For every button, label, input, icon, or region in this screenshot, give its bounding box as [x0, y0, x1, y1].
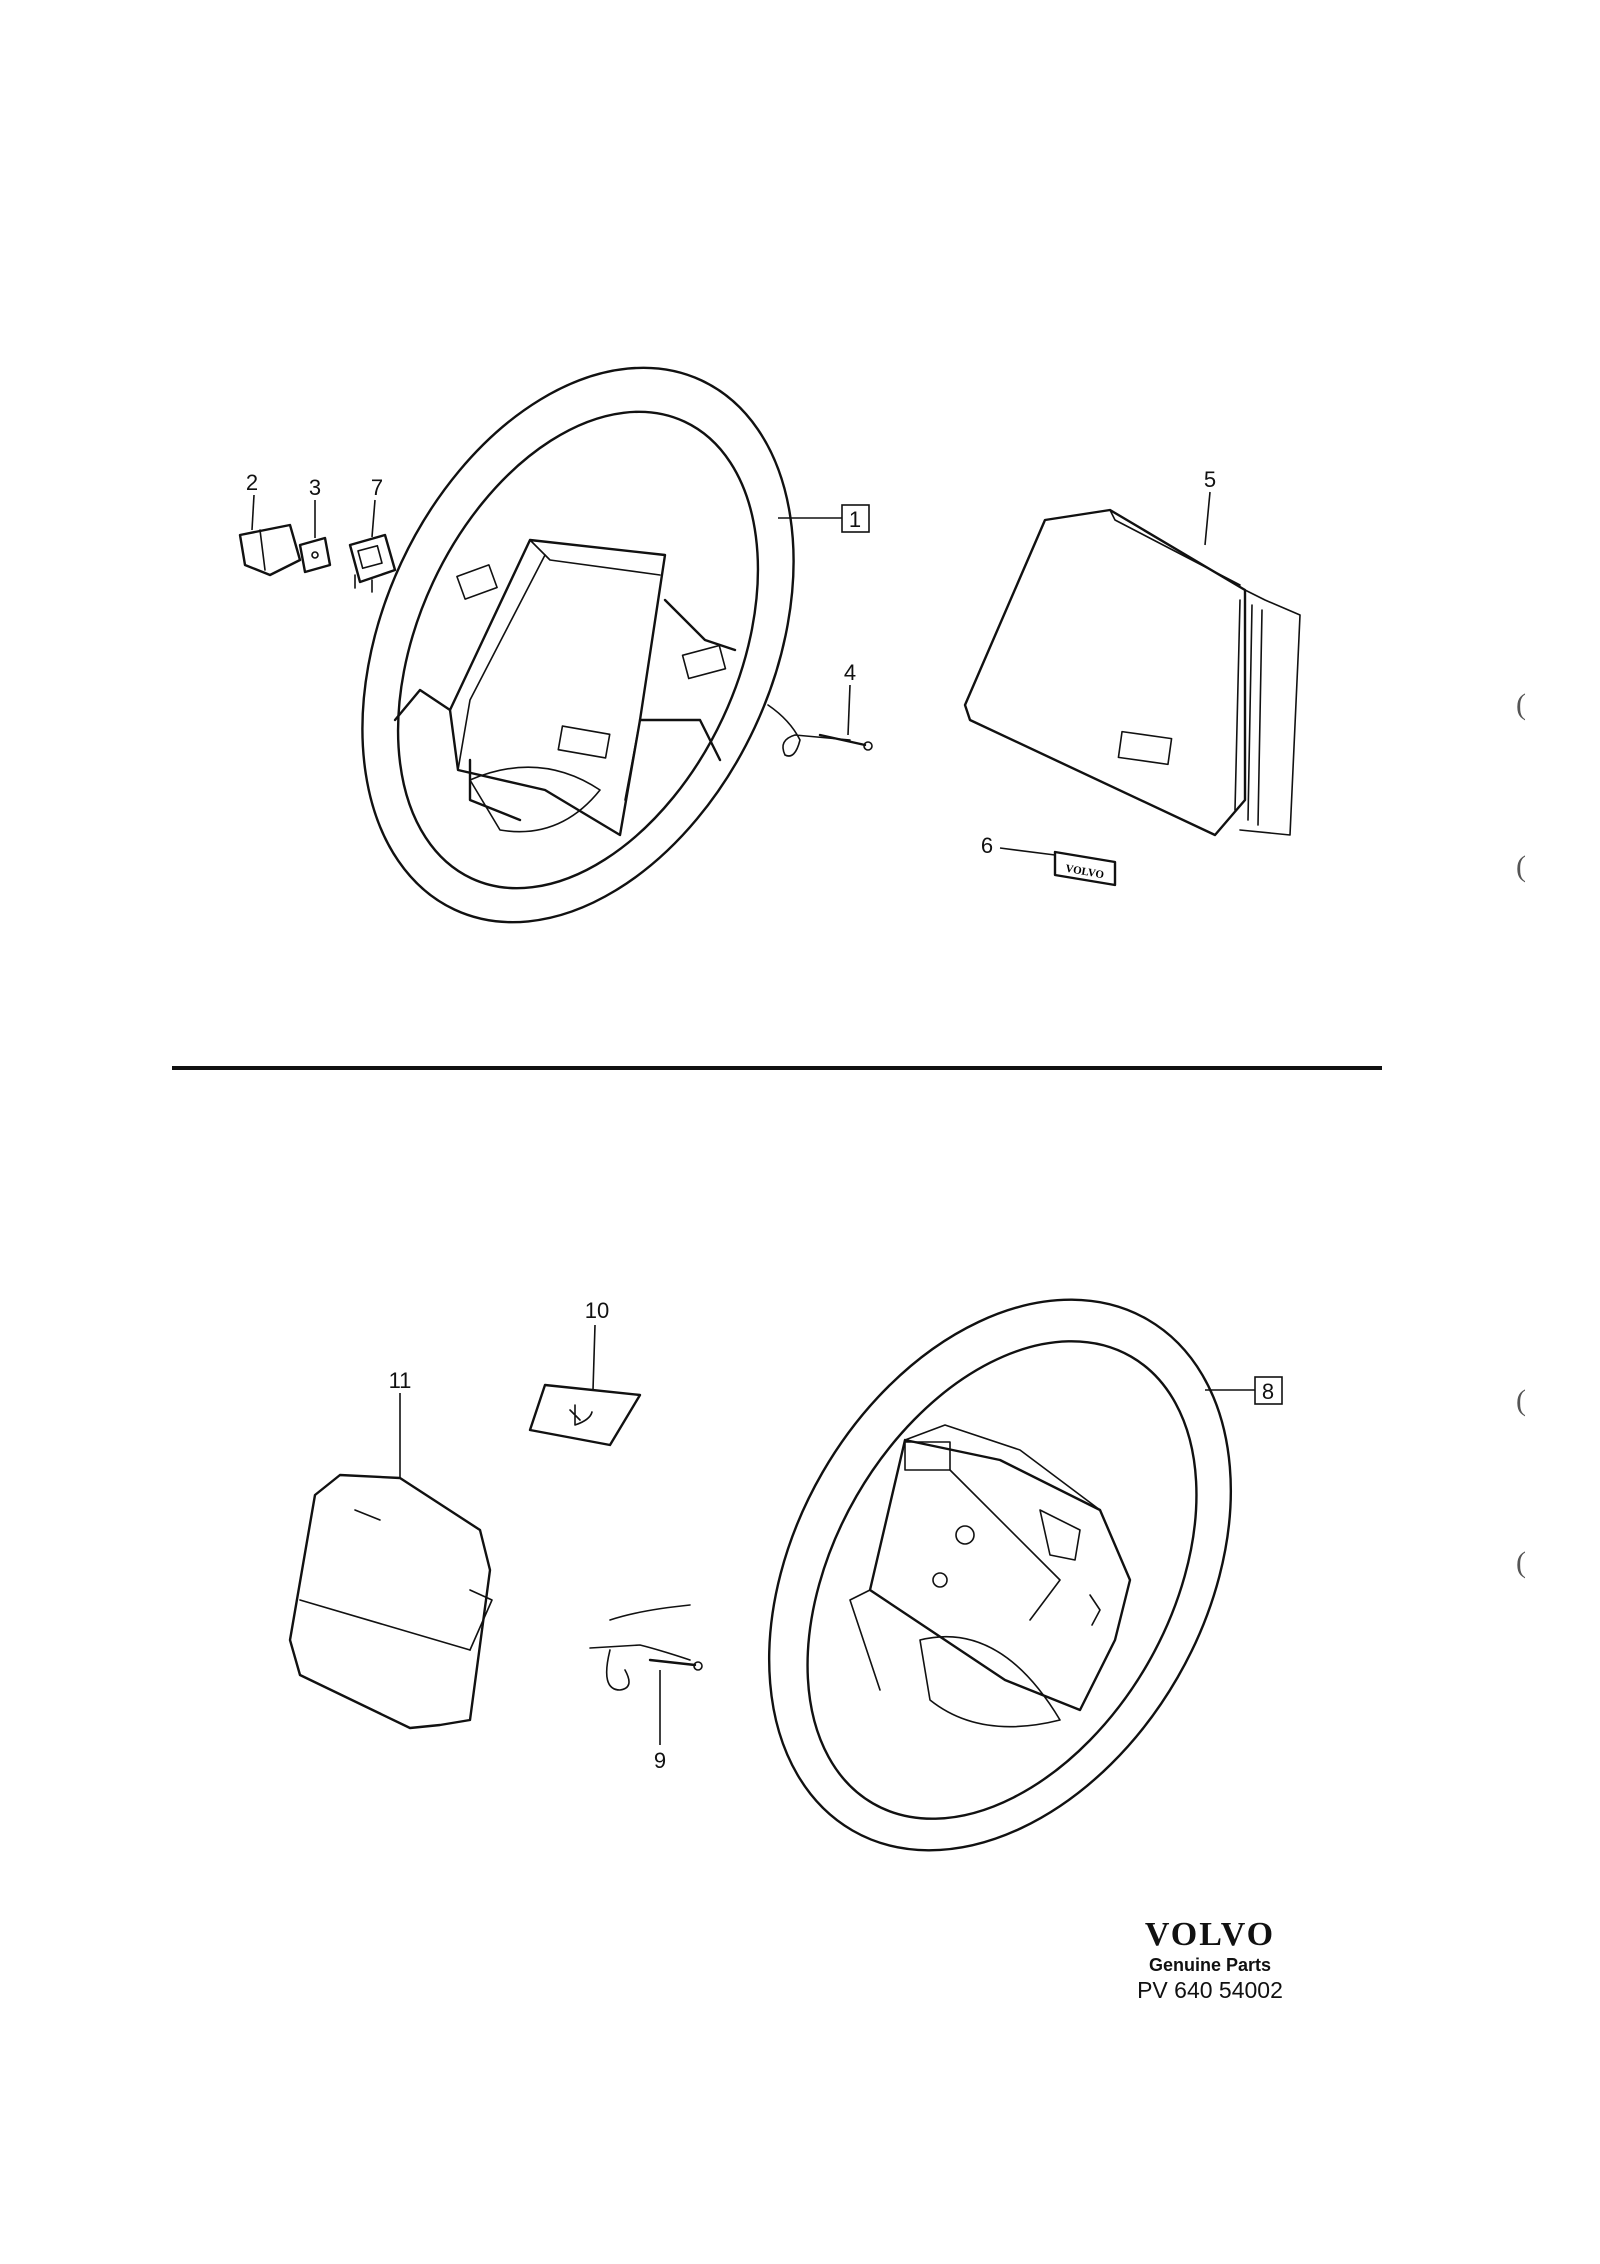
margin-mark: (: [1516, 1384, 1526, 1417]
part-code: PV 640 54002: [1137, 1977, 1283, 2003]
callout-2: 2: [246, 470, 258, 495]
emblem-6: VOLVO: [1053, 850, 1117, 887]
margin-mark: (: [1516, 850, 1526, 883]
wire-9: [589, 1604, 703, 1691]
genuine-parts-label: Genuine Parts: [1148, 1955, 1272, 1975]
horn-pad-5: [963, 508, 1301, 837]
wire-4: [767, 704, 873, 757]
callout-5: 5: [1204, 467, 1216, 492]
callout-6: 6: [981, 833, 993, 858]
callout-8-box: [1254, 1376, 1283, 1405]
margin-mark: (: [1516, 688, 1526, 721]
callout-1-box: [841, 504, 870, 533]
airbag-pad-11: [288, 1473, 493, 1730]
callout-9: 9: [654, 1748, 666, 1773]
horn-cover-10: [528, 1383, 642, 1447]
switch-7: [348, 533, 397, 593]
volvo-logo: VOLVO: [1144, 1916, 1276, 1953]
clip-3: [298, 536, 332, 574]
button-cap-2: [238, 523, 302, 577]
steering-wheel-8: [767, 1298, 1233, 1852]
callout-10: 10: [585, 1298, 609, 1323]
callout-8: 8: [1262, 1379, 1274, 1404]
callout-7: 7: [371, 475, 383, 500]
steering-wheel-1: [361, 366, 795, 924]
callout-4: 4: [844, 660, 856, 685]
callout-1: 1: [849, 507, 861, 532]
callout-11: 11: [389, 1368, 412, 1393]
brand-footer: VOLVO Genuine Parts PV 640 54002: [1125, 1916, 1295, 2004]
margin-mark: (: [1516, 1546, 1526, 1579]
callout-3: 3: [309, 475, 321, 500]
